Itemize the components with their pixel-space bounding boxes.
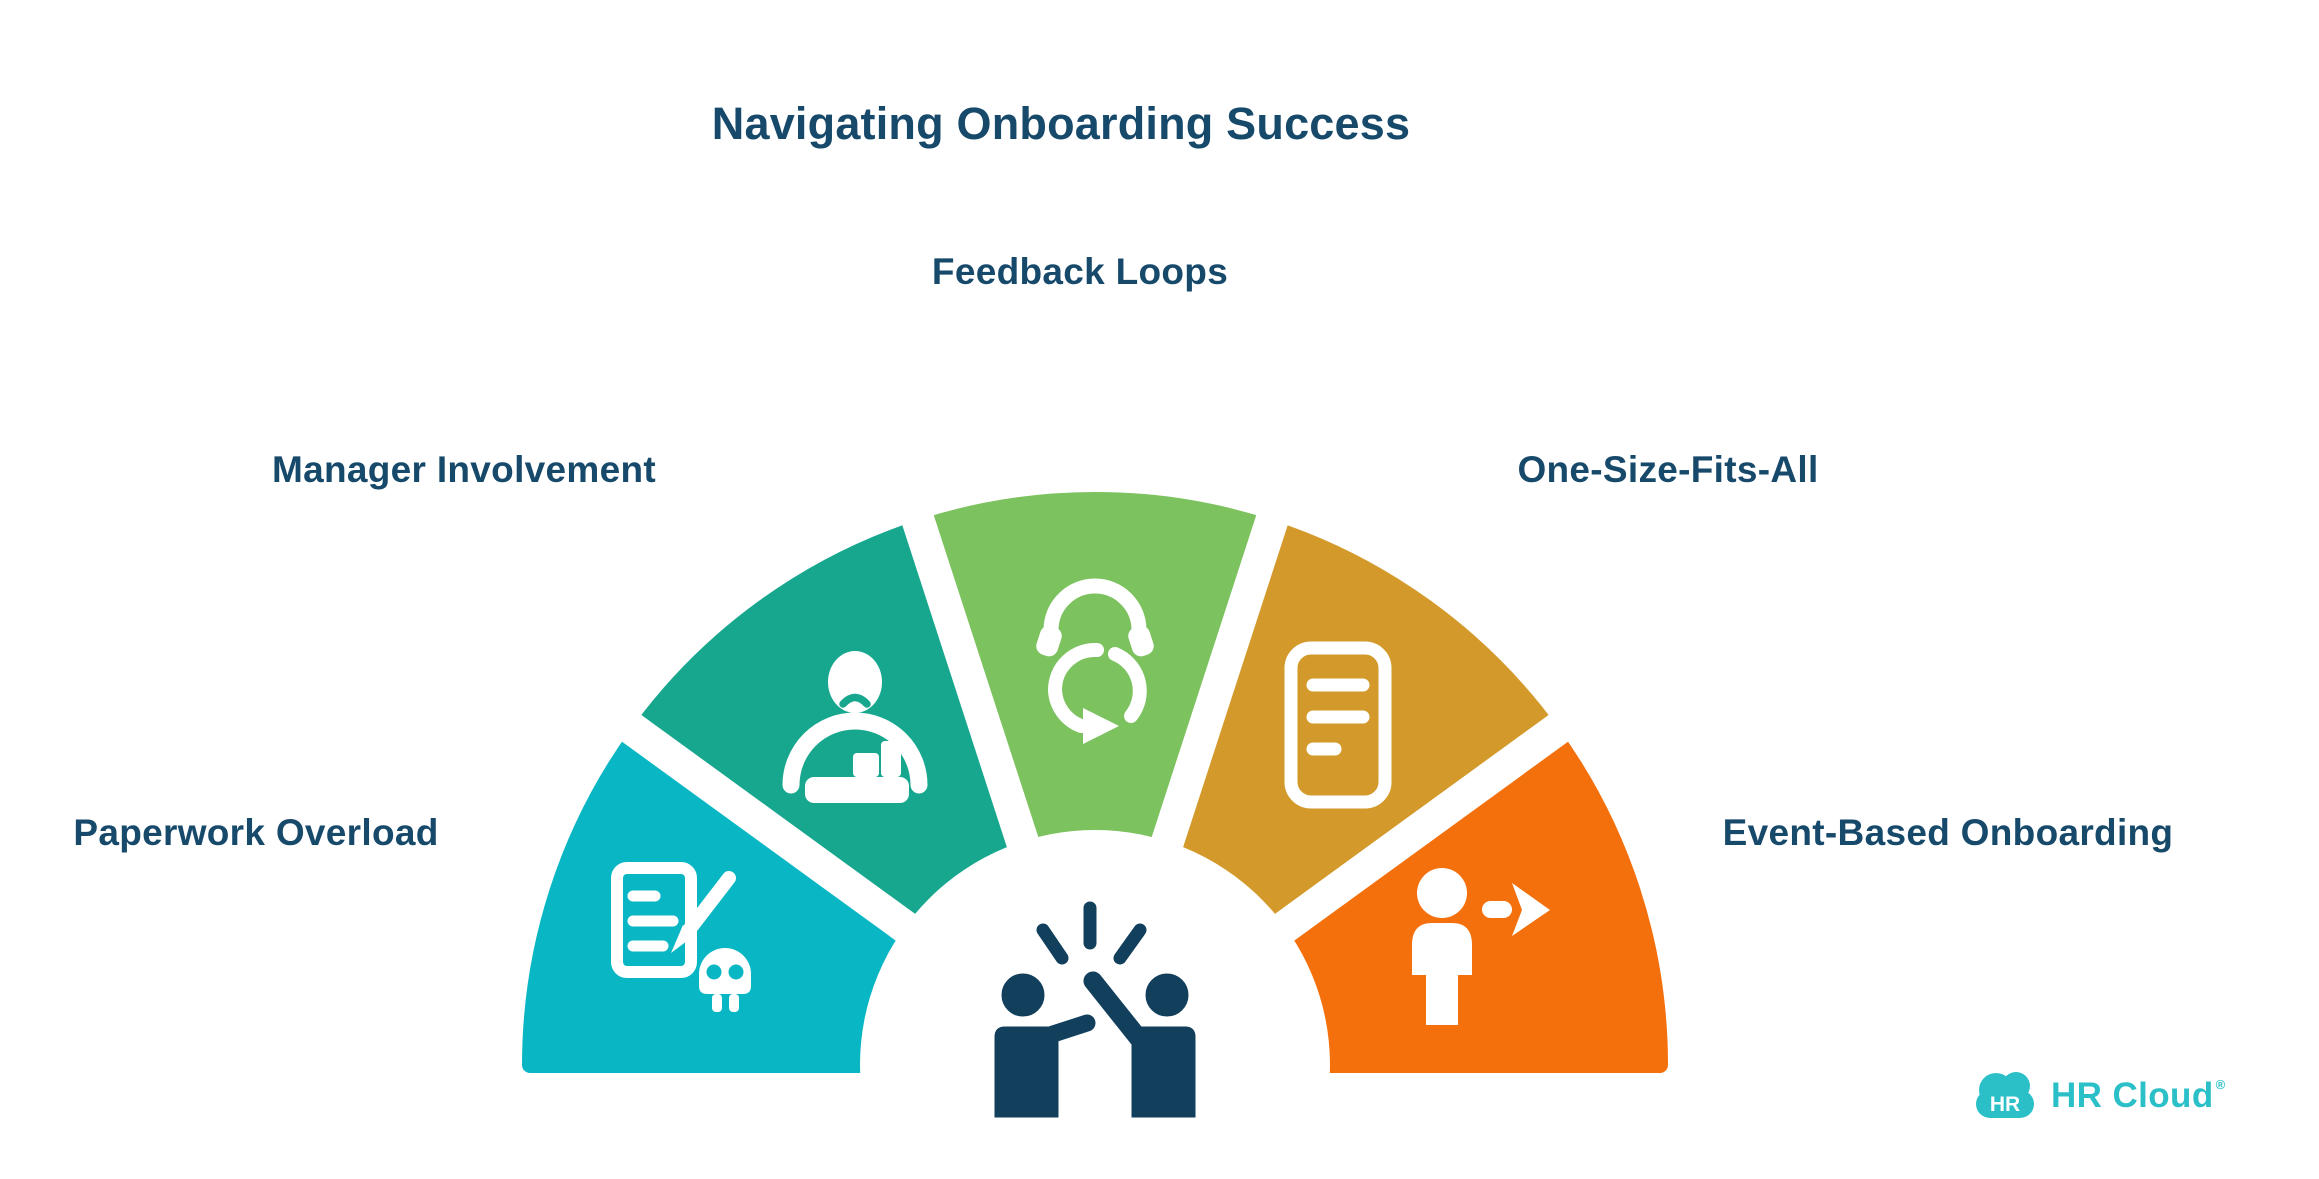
impact-dashes: [1036, 901, 1147, 965]
wedge-feedback-loops: [912, 491, 1278, 1073]
headset-loop-icon: [1036, 578, 1154, 744]
page-title: Navigating Onboarding Success: [711, 98, 1411, 149]
paperwork-skull-icon: [611, 862, 751, 1012]
loop-arrowhead: [1083, 708, 1119, 744]
document-list-icon: [1284, 641, 1392, 809]
person-arrow-icon: [1412, 868, 1550, 1025]
right-arrow-icon: [1512, 883, 1550, 936]
pencil-icon: [682, 871, 736, 937]
sad-manager-desk-icon: [782, 651, 928, 803]
high-five-icon: [994, 901, 1196, 1118]
skull-icon: [699, 948, 751, 1012]
logo-brand-text: HR Cloud®: [2051, 1075, 2226, 1115]
segment-label-paperwork-overload: Paperwork Overload: [73, 812, 439, 853]
frown-mouth: [839, 693, 871, 708]
segment-label-event-based: Event-Based Onboarding: [1722, 812, 2174, 853]
segment-label-one-size-fits-all: One-Size-Fits-All: [1517, 449, 1819, 490]
fan-center-disc: [860, 830, 1330, 1179]
hr-cloud-icon: HR: [1976, 1072, 2034, 1118]
desk-bar: [805, 777, 909, 803]
logo-badge-text: HR: [1990, 1093, 2020, 1116]
hr-cloud-logo: HR HR Cloud®: [1972, 1066, 2226, 1124]
registered-mark: ®: [2215, 1076, 2226, 1092]
segment-label-manager-involvement: Manager Involvement: [271, 449, 657, 490]
segment-label-feedback-loops: Feedback Loops: [931, 251, 1229, 292]
